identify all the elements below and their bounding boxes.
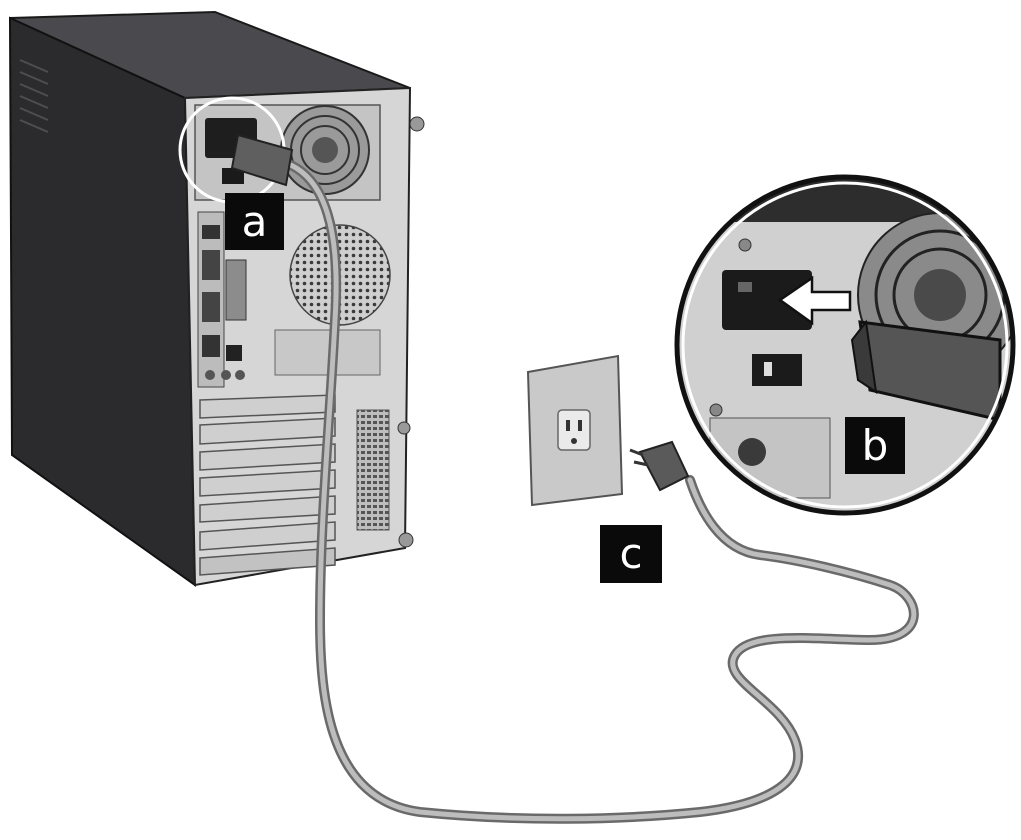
insert-arrow-icon — [777, 275, 852, 326]
io-ports — [197, 211, 247, 388]
callout-label-a: a — [225, 193, 284, 250]
cable-plug-tower — [230, 133, 294, 187]
power-switch-icon — [222, 168, 244, 184]
wall-plug — [629, 440, 690, 492]
screw-icon — [409, 116, 425, 132]
screw-icon — [398, 532, 414, 548]
inset-power-switch-icon — [752, 354, 802, 386]
screw-icon — [397, 421, 411, 435]
wall-outlet — [526, 354, 624, 507]
callout-label-b: b — [845, 417, 905, 474]
computer-tower — [8, 10, 425, 587]
callout-label-c: c — [600, 525, 662, 583]
side-vents — [19, 59, 49, 133]
expansion-slots — [199, 394, 336, 576]
rear-vent-strip — [356, 409, 390, 531]
